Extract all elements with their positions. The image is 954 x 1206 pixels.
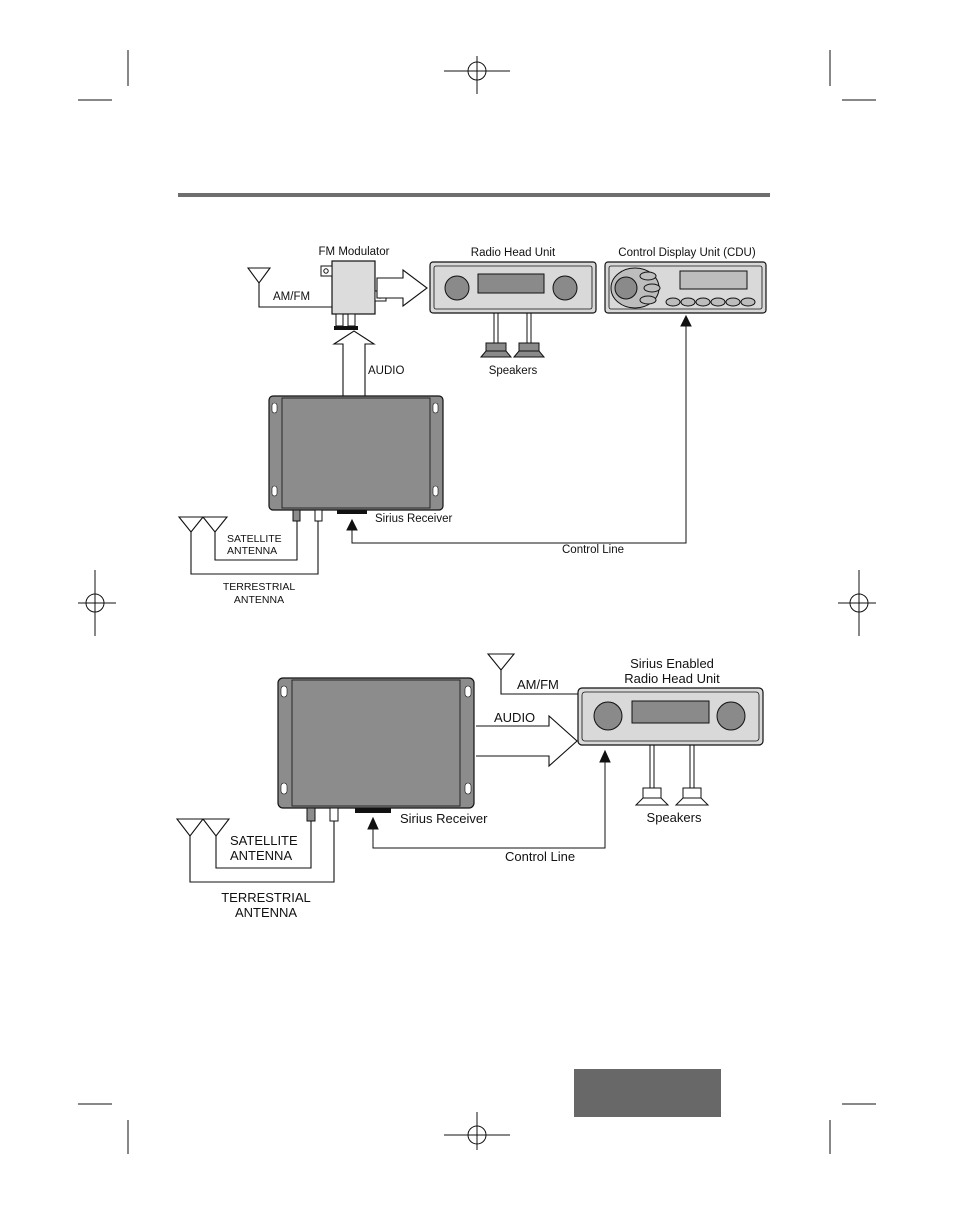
sirius-enabled-label-2: Radio Head Unit [624,671,720,686]
speakers-bottom-label: Speakers [647,810,702,825]
sirius-receiver-bottom [277,677,475,822]
sirius-receiver-bottom-label: Sirius Receiver [400,811,488,826]
terrestrial-antenna-top-label-1: TERRESTRIAL [223,581,296,593]
top-diagram: FM Modulator AM/FM Radio Head Unit [177,246,767,606]
radio-head-unit-label: Radio Head Unit [471,247,556,259]
satellite-antenna-top-label-2: ANTENNA [227,545,277,557]
terrestrial-antenna-top-label-2: ANTENNA [234,594,284,606]
sirius-receiver-top-label: Sirius Receiver [375,513,452,525]
crop-marks [78,50,876,1154]
modulator-to-radio-arrow [376,268,428,308]
fm-modulator [320,260,387,330]
control-line-top-label: Control Line [562,544,624,556]
sirius-enabled-label-1: Sirius Enabled [630,656,714,671]
radio-head-unit [429,261,597,314]
audio-arrow-bottom [476,714,578,768]
sirius-receiver-top [268,395,444,522]
fm-modulator-label: FM Modulator [319,246,390,258]
registration-mark-left [78,570,116,636]
control-line-bottom [367,749,611,849]
speakers-top [479,313,546,358]
satellite-antenna-bottom-icon [175,818,335,883]
satellite-antenna-top-icon [177,516,319,575]
am-fm-label: AM/FM [273,291,310,303]
audio-label-top: AUDIO [368,365,404,377]
satellite-antenna-bottom-label-1: SATELLITE [230,833,298,848]
sirius-enabled-radio-head-unit [577,687,764,746]
registration-mark-right [838,570,876,636]
footer-tab-box [574,1069,721,1117]
control-line-top [346,314,692,544]
terrestrial-antenna-bottom-label-1: TERRESTRIAL [221,890,311,905]
speakers-top-label: Speakers [489,365,538,377]
audio-arrow-top [332,330,376,396]
control-display-unit [604,261,767,314]
am-fm-label-bottom: AM/FM [517,677,559,692]
am-fm-antenna-icon [246,267,332,308]
header-rule [178,193,770,197]
satellite-antenna-bottom-label-2: ANTENNA [230,848,292,863]
am-fm-antenna-bottom-icon [486,653,580,695]
speakers-bottom [634,745,710,806]
registration-mark-top [444,56,510,94]
registration-mark-bottom [444,1112,510,1150]
audio-label-bottom: AUDIO [494,710,535,725]
satellite-antenna-top-label-1: SATELLITE [227,533,282,545]
bottom-diagram: Sirius Receiver AUDIO AM/FM Sirius Enabl… [175,653,764,920]
terrestrial-antenna-bottom-label-2: ANTENNA [235,905,297,920]
control-line-bottom-label: Control Line [505,849,575,864]
cdu-label: Control Display Unit (CDU) [618,247,756,259]
